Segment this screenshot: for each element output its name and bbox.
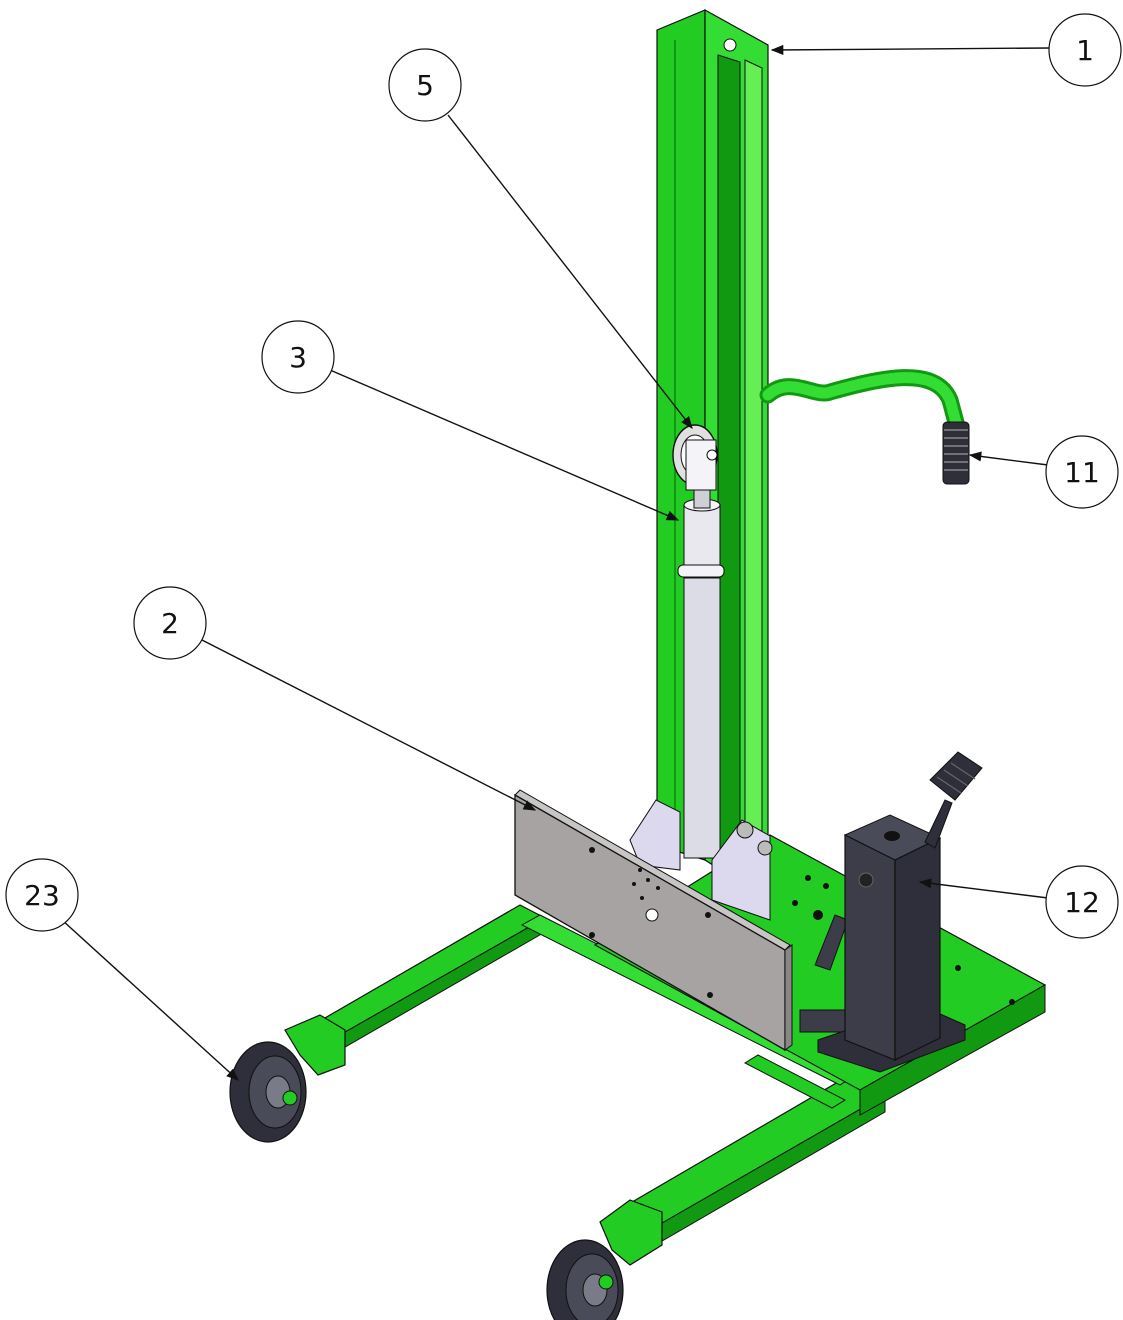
mount-brackets (629, 799, 773, 921)
right-leg (613, 1074, 887, 1231)
callout-2: 2 (133, 586, 537, 811)
left-leg (316, 904, 547, 1036)
hydraulic-cylinder (677, 479, 725, 859)
handle-grip (942, 421, 970, 485)
chain-sprocket (672, 424, 718, 491)
callout-label: 3 (289, 341, 307, 374)
callout-1: 1 (770, 13, 1122, 87)
callout-3: 3 (261, 320, 680, 521)
callout-label: 2 (161, 607, 179, 640)
caster-wheel-right (546, 1239, 624, 1320)
foot-pedal (924, 751, 983, 849)
callout-label: 23 (24, 879, 60, 912)
callout-label: 11 (1064, 456, 1100, 489)
caster-wheel-left (229, 1041, 307, 1143)
lift-plate (514, 789, 793, 1052)
callout-label: 1 (1076, 34, 1094, 67)
callout-label: 5 (416, 69, 434, 102)
callout-11: 11 (968, 435, 1119, 509)
callout-12: 12 (918, 865, 1119, 939)
callout-23: 23 (5, 858, 239, 1081)
callout-5: 5 (388, 48, 693, 429)
callout-label: 12 (1064, 886, 1100, 919)
handle (759, 369, 970, 485)
hydraulic-pump (817, 751, 983, 1073)
